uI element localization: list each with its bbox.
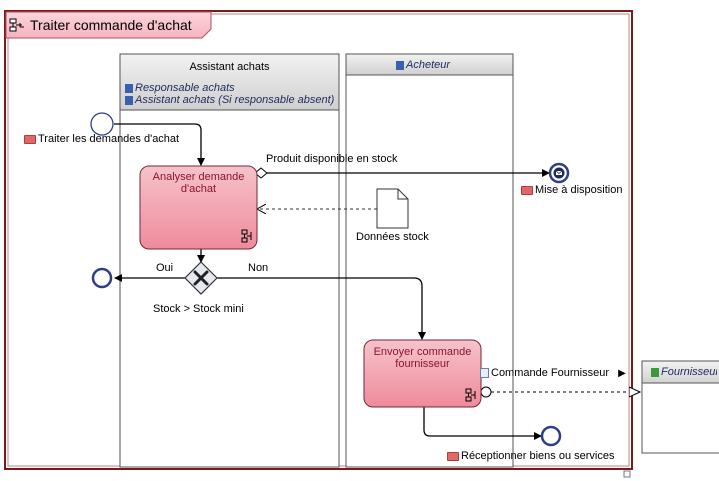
end-event-label-reception: Réceptionner biens ou services <box>447 450 614 463</box>
start-event-label: Traiter les demandes d'achat <box>24 133 179 146</box>
person-icon <box>651 367 659 377</box>
flow-start-to-analyse[interactable] <box>114 123 205 166</box>
event-icon <box>521 185 533 195</box>
gateway-label-non: Non <box>248 262 269 274</box>
lane-title-acheteur: Acheteur <box>396 59 450 72</box>
lane-assistant-achats[interactable] <box>119 53 340 468</box>
person-icon <box>125 95 133 105</box>
process-icon <box>9 18 24 31</box>
end-event-reception[interactable] <box>540 425 562 447</box>
label-text: Commande Fournisseur <box>491 367 609 379</box>
message-flow-origin <box>480 386 492 398</box>
task-label-send-order: Envoyer commande fournisseur <box>373 346 472 370</box>
role-text: Responsable achats <box>135 82 235 94</box>
exclusive-gateway[interactable] <box>184 261 218 295</box>
pool-title-tab <box>5 11 212 39</box>
subprocess-icon <box>465 388 476 402</box>
label-text: Mise à disposition <box>535 184 623 196</box>
external-pool-title-text: Fournisseur <box>661 366 717 378</box>
end-event-oui[interactable] <box>91 267 113 289</box>
event-icon <box>447 451 459 461</box>
task-analyse[interactable] <box>139 165 258 250</box>
subprocess-icon <box>241 229 252 243</box>
pool-title: Traiter commande d'achat <box>9 12 192 37</box>
role-text: Assistant achats (Si responsable absent) <box>135 94 335 106</box>
lane-role-1: Responsable achats <box>125 82 235 95</box>
message-direction-icon: ▶ <box>618 368 626 379</box>
end-event-mise-a-disposition[interactable] <box>548 162 570 184</box>
lane-title-text: Acheteur <box>406 59 451 71</box>
end-event-label-mise: Mise à disposition <box>521 184 622 197</box>
resize-handle[interactable] <box>623 470 631 478</box>
flow-send-to-receive[interactable] <box>423 406 542 440</box>
label-text: Réceptionner biens ou services <box>461 450 615 462</box>
lane-title-assistant-achats: Assistant achats <box>189 61 270 73</box>
start-event[interactable] <box>90 112 114 136</box>
gateway-condition-label: Stock > Stock mini <box>153 303 244 315</box>
external-pool-title: Fournisseur <box>651 366 717 379</box>
pool-title-text: Traiter commande d'achat <box>30 16 192 33</box>
sequence-flows <box>114 123 550 440</box>
conditional-flow-marker <box>254 167 268 179</box>
data-object-label: Données stock <box>356 231 429 243</box>
task-label-analyse: Analyser demande d'achat <box>152 171 245 195</box>
person-icon <box>396 60 404 70</box>
flow-non[interactable] <box>217 277 426 340</box>
lane-role-2: Assistant achats (Si responsable absent) <box>125 94 334 107</box>
flow-label-in-stock: Produit disponible en stock <box>266 153 398 165</box>
data-object-donnees-stock[interactable] <box>376 188 409 229</box>
flow-label-supplier-order: Commande Fournisseur ▶ <box>480 367 626 380</box>
document-icon <box>480 368 489 379</box>
event-icon <box>24 134 36 144</box>
lane-header <box>119 53 340 111</box>
gateway-label-oui: Oui <box>156 262 174 274</box>
person-icon <box>125 83 133 93</box>
label-text: Traiter les demandes d'achat <box>38 133 180 145</box>
lane-header <box>345 53 514 76</box>
